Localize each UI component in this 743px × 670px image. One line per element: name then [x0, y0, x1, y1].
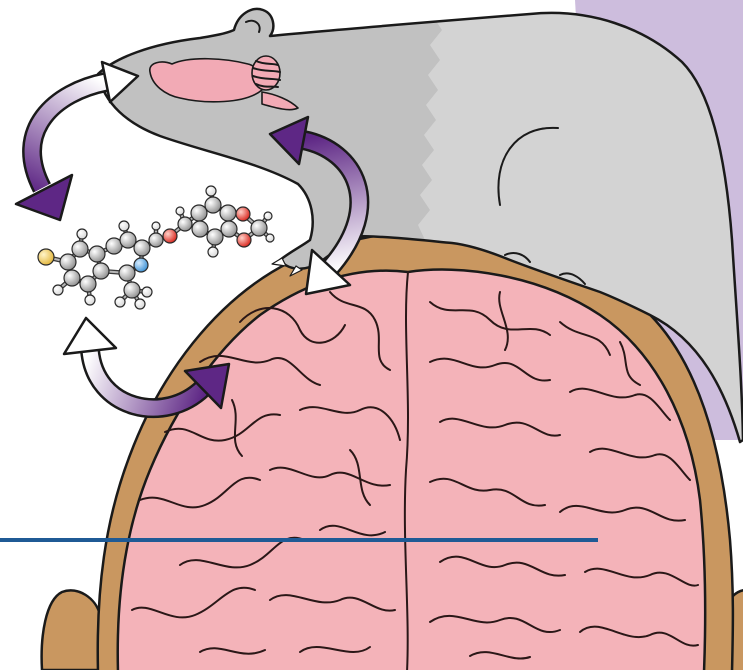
atom-hydrogen — [206, 186, 216, 196]
atom-carbon — [120, 232, 136, 248]
atom-hydrogen — [135, 299, 145, 309]
atom-hydrogen — [208, 247, 218, 257]
atom-carbon — [220, 205, 236, 221]
atom-hydrogen — [119, 221, 129, 231]
atom-nitrogen — [134, 258, 148, 272]
atom-hydrogen — [77, 229, 87, 239]
atom-carbon — [93, 263, 109, 279]
atom-carbon — [134, 240, 150, 256]
atom-oxygen — [236, 207, 250, 221]
atom-carbon — [149, 233, 163, 247]
atom-carbon — [192, 221, 208, 237]
atom-carbon — [124, 282, 140, 298]
atom-sulfur — [38, 249, 54, 265]
atom-oxygen — [237, 233, 251, 247]
atom-carbon — [207, 229, 223, 245]
atom-hydrogen — [176, 207, 184, 215]
atom-carbon — [89, 246, 105, 262]
atom-carbon — [251, 220, 267, 236]
atom-hydrogen — [85, 295, 95, 305]
atom-hydrogen — [152, 222, 160, 230]
atom-hydrogen — [264, 212, 272, 220]
atom-carbon — [72, 241, 88, 257]
atom-carbon — [64, 270, 80, 286]
atom-carbon — [60, 254, 76, 270]
atom-oxygen — [163, 229, 177, 243]
atom-carbon — [80, 276, 96, 292]
atom-hydrogen — [142, 287, 152, 297]
atom-carbon — [221, 221, 237, 237]
atom-carbon — [178, 217, 192, 231]
atom-carbon — [191, 205, 207, 221]
atom-hydrogen — [115, 297, 125, 307]
atom-carbon — [205, 197, 221, 213]
atom-hydrogen — [53, 285, 63, 295]
atom-carbon — [119, 265, 135, 281]
atom-hydrogen — [266, 234, 274, 242]
